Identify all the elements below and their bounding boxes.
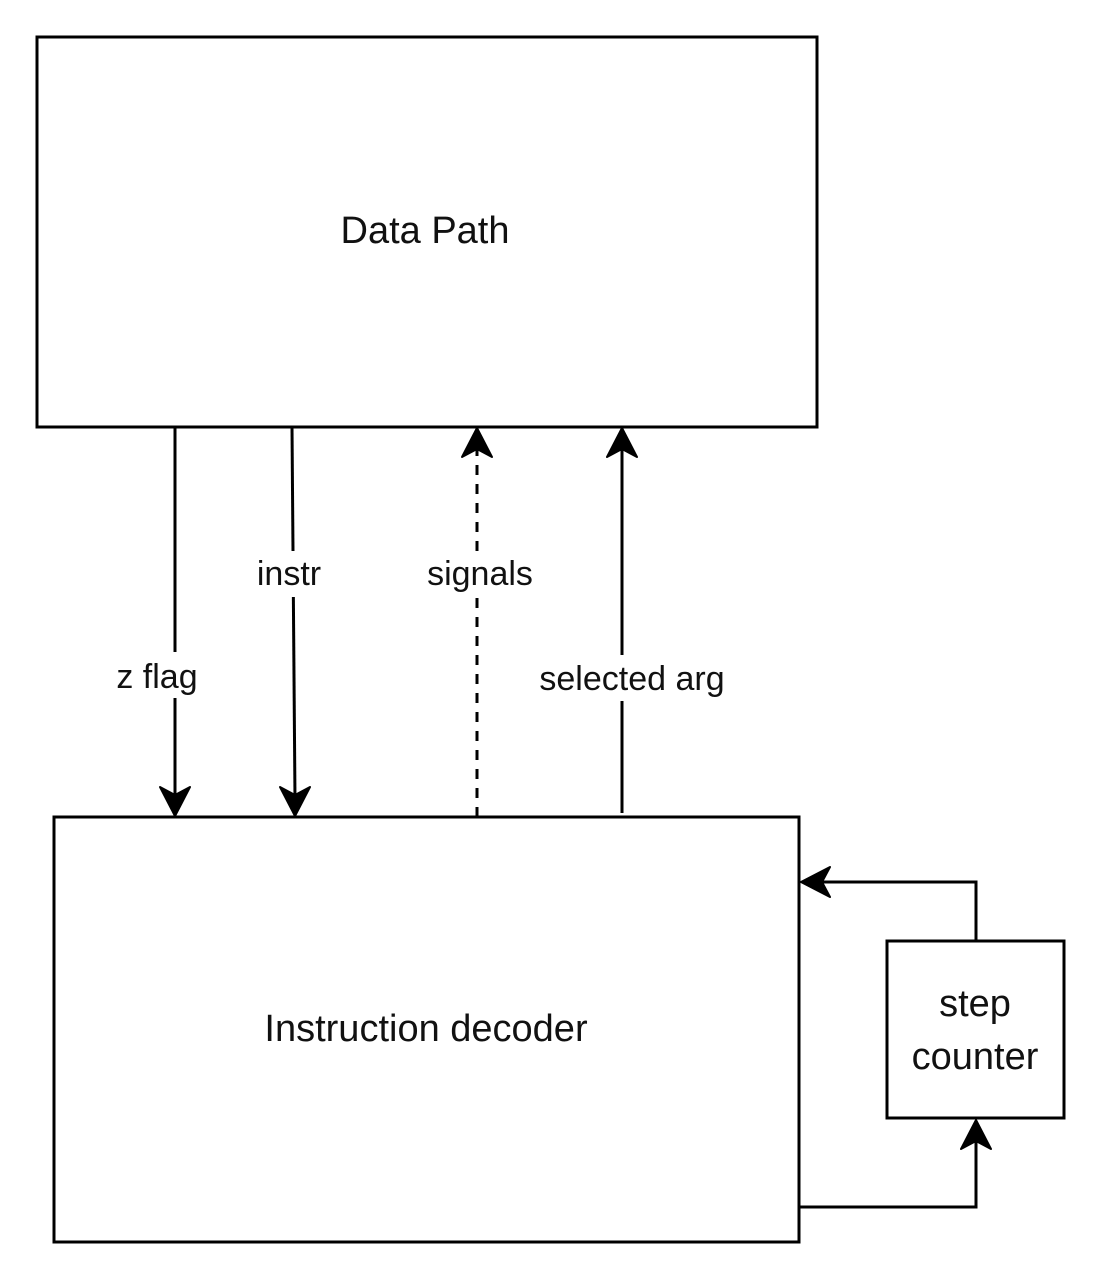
instruction-decoder-box xyxy=(52,815,801,1244)
step-counter-to-decoder-arrowhead xyxy=(800,866,831,898)
step-counter-block: step counter xyxy=(885,939,1066,1120)
signals-arrowhead xyxy=(461,427,493,458)
step-counter-to-decoder-connection xyxy=(800,866,978,941)
decoder-to-step-counter-connection xyxy=(799,1119,992,1209)
z-flag-label: z flag xyxy=(116,658,197,696)
step-counter-to-decoder-wire xyxy=(816,880,978,941)
instr-arrowhead xyxy=(279,786,311,817)
instruction-decoder-label: Instruction decoder xyxy=(264,1008,588,1050)
selected-arg-label-bg xyxy=(522,655,742,701)
instruction-decoder-block: Instruction decoder xyxy=(52,815,801,1244)
step-counter-box xyxy=(885,939,1066,1120)
instr-wire xyxy=(290,426,297,801)
data-path-box xyxy=(35,35,819,429)
signals-label-bg xyxy=(416,551,544,597)
signals-connection: signals xyxy=(416,427,544,817)
instr-label-bg xyxy=(248,551,332,597)
z-flag-connection: z flag xyxy=(105,427,209,817)
selected-arg-connection: selected arg xyxy=(522,427,742,813)
selected-arg-label: selected arg xyxy=(539,660,724,698)
selected-arg-arrowhead xyxy=(606,427,638,458)
decoder-to-step-counter-arrowhead xyxy=(960,1119,992,1150)
z-flag-arrowhead xyxy=(159,786,191,817)
step-counter-label-line1: step xyxy=(939,983,1011,1025)
data-path-block: Data Path xyxy=(35,35,819,429)
z-flag-label-bg xyxy=(105,652,209,698)
instr-label: instr xyxy=(257,555,321,593)
instr-connection: instr xyxy=(248,426,332,817)
step-counter-label-line2: counter xyxy=(912,1036,1039,1078)
decoder-to-step-counter-wire xyxy=(799,1135,978,1209)
signals-label: signals xyxy=(427,555,533,593)
data-path-label: Data Path xyxy=(341,210,510,252)
